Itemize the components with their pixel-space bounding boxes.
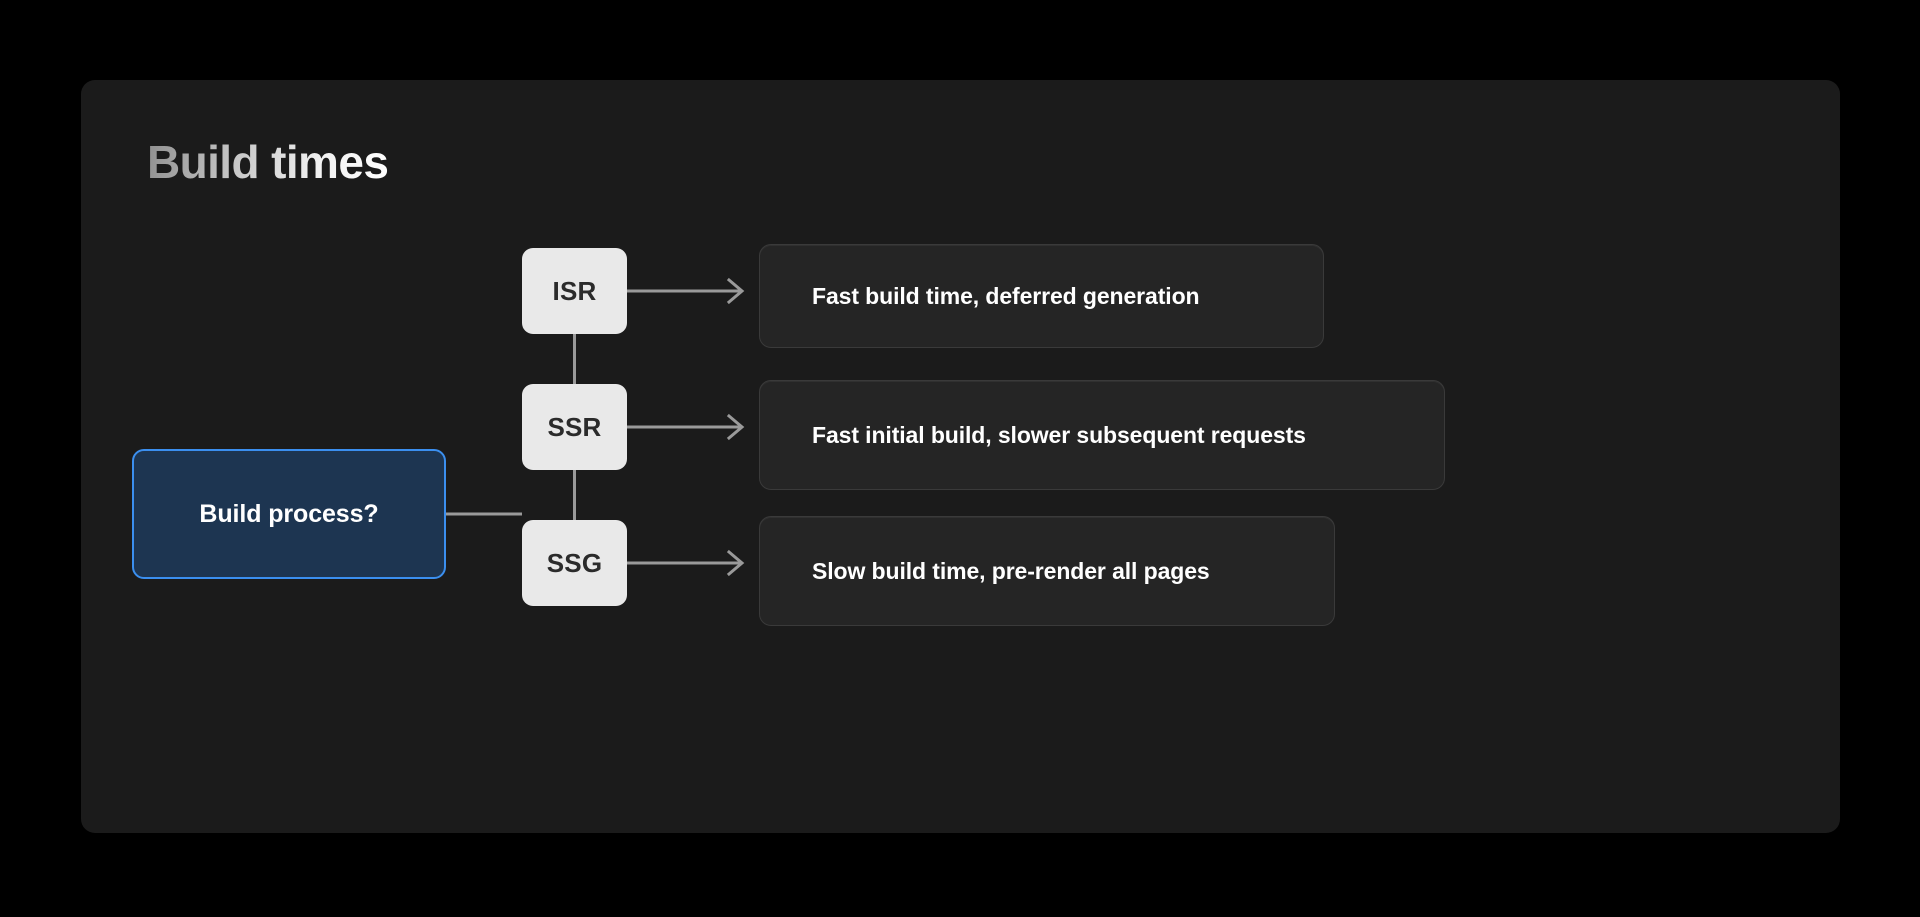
node-branch-ssr[interactable]: SSR — [522, 384, 627, 470]
arrowhead-ssg-icon — [726, 549, 745, 577]
arrowhead-ssr-icon — [726, 413, 745, 441]
decision-tree-diagram: Build process? ISR SSR SSG Fast build ti… — [81, 80, 1840, 833]
arrowhead-isr-icon — [726, 277, 745, 305]
diagram-card: Build times — [81, 80, 1840, 833]
node-outcome-isr-label: Fast build time, deferred generation — [812, 282, 1200, 309]
node-build-process[interactable]: Build process? — [132, 449, 446, 579]
node-branch-ssg[interactable]: SSG — [522, 520, 627, 606]
page-title: Build times — [147, 136, 389, 188]
node-branch-isr-label: ISR — [552, 275, 597, 306]
node-outcome-ssr-label: Fast initial build, slower subsequent re… — [812, 421, 1306, 448]
node-outcome-ssg-label: Slow build time, pre-render all pages — [812, 557, 1210, 584]
node-branch-ssg-label: SSG — [546, 547, 603, 578]
node-outcome-isr[interactable]: Fast build time, deferred generation — [759, 244, 1324, 348]
node-branch-isr[interactable]: ISR — [522, 248, 627, 334]
node-branch-ssr-label: SSR — [547, 411, 602, 442]
node-build-process-label: Build process? — [199, 499, 379, 528]
node-outcome-ssg[interactable]: Slow build time, pre-render all pages — [759, 516, 1335, 626]
node-outcome-ssr[interactable]: Fast initial build, slower subsequent re… — [759, 380, 1445, 490]
